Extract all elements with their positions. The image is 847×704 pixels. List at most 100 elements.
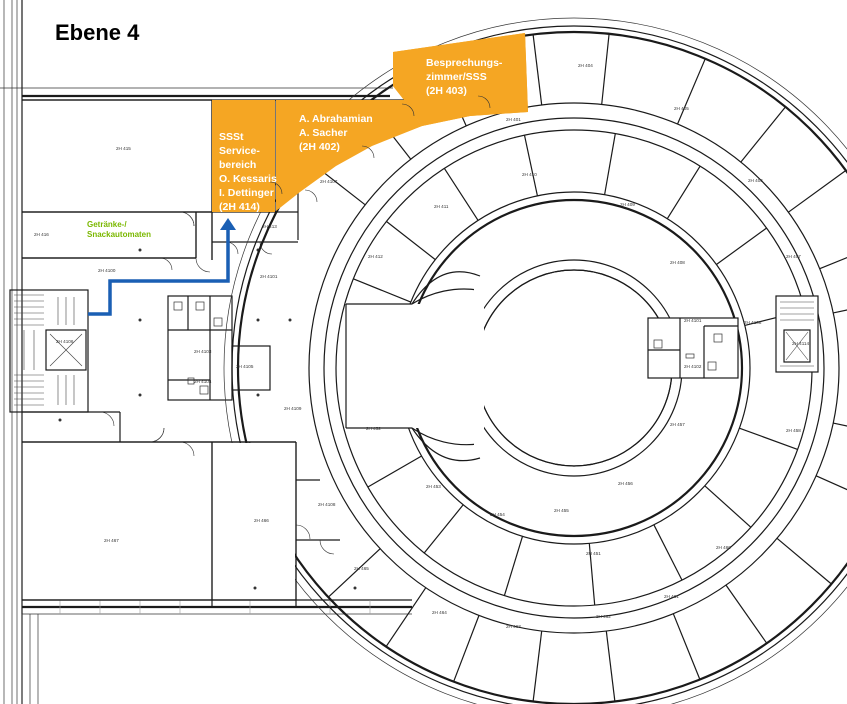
room-label: 2H 411 [434, 204, 449, 209]
room-label: 2H 4104 [194, 379, 212, 384]
room-label: 2H 405 [674, 106, 689, 111]
svg-text:(2H 403): (2H 403) [426, 85, 467, 97]
room-label: 2H 412 [368, 254, 383, 259]
room-label: 2H 466 [254, 518, 269, 523]
inner-ring-partitions [353, 133, 806, 606]
svg-text:(2H 402): (2H 402) [299, 141, 340, 153]
partition-wall [601, 33, 610, 105]
partition-wall [716, 227, 767, 265]
partition-wall [443, 168, 479, 221]
room-label: 2H 4108 [318, 502, 336, 507]
room-label: 2H 408 [670, 260, 685, 265]
room-label: 2H 464 [432, 610, 447, 615]
room-label: 2H 456 [618, 481, 633, 486]
room-label: 2H 467 [104, 538, 119, 543]
partition-wall [423, 504, 464, 554]
svg-text:O. Kessaris: O. Kessaris [219, 173, 277, 185]
room-label: 2H 452 [366, 426, 381, 431]
room-label: 2H 401 [506, 117, 521, 122]
vending-machines-label: Getränke-/ Snackautomaten [87, 220, 151, 239]
room-label: 2H 457 [670, 422, 685, 427]
svg-text:Service-: Service- [219, 145, 260, 157]
room-label: 2H 4101 [684, 318, 702, 323]
room-label: 2H 4102 [684, 364, 702, 369]
route-arrow [88, 218, 236, 316]
service-area-label: SSSt Service- bereich O. Kessaris I. Det… [219, 131, 277, 213]
room-label: 2H 404 [578, 63, 593, 68]
svg-text:Besprechungs-: Besprechungs- [426, 57, 503, 69]
room-label: 2H 413 [262, 224, 277, 229]
svg-text:(2H 414): (2H 414) [219, 201, 260, 213]
svg-text:A. Abrahamian: A. Abrahamian [299, 113, 373, 125]
partition-wall [725, 584, 768, 644]
svg-text:Getränke-/: Getränke-/ [87, 220, 127, 229]
highlighted-rooms-top [212, 33, 528, 212]
office-2h402-label: A. Abrahamian A. Sacher (2H 402) [299, 113, 373, 153]
partition-wall [676, 58, 706, 125]
partition-wall [666, 165, 701, 220]
meeting-room-2h403-label: Besprechungs- zimmer/SSS (2H 403) [426, 57, 503, 97]
room-label: 2H 458 [786, 428, 801, 433]
partition-wall [588, 543, 596, 606]
room-label: 2H 4106 [56, 339, 74, 344]
partition-wall [739, 427, 798, 450]
room-label: 2H 463 [506, 624, 521, 629]
room-label: 2H 462 [596, 614, 611, 619]
room-label: 2H 4107 [320, 179, 338, 184]
partition-wall [704, 485, 752, 528]
partition-wall [653, 524, 683, 581]
partition-wall [815, 475, 847, 491]
room-label: 2H 455 [554, 508, 569, 513]
partition-wall [523, 135, 538, 196]
partition-wall [833, 422, 847, 427]
partition-wall [327, 548, 381, 598]
svg-text:zimmer/SSS: zimmer/SSS [426, 71, 487, 83]
partition-wall [776, 537, 832, 585]
room-label: 2H 410 [522, 172, 537, 177]
partition-wall [740, 106, 786, 163]
arrow-head-icon [220, 218, 236, 230]
partition-wall [788, 170, 847, 213]
room-label: 2H 4114 [792, 341, 809, 346]
room-label: 2H 4101 [260, 274, 278, 279]
room-label: 2H 4109 [284, 406, 302, 411]
partition-wall [672, 613, 701, 680]
left-stairs [14, 294, 75, 406]
room-label: 2H 415 [116, 146, 131, 151]
svg-text:I. Dettinger: I. Dettinger [219, 187, 274, 199]
room-label: 2H 416 [34, 232, 49, 237]
room-label: 2H 409 [620, 202, 635, 207]
room-label: 2H 454 [490, 512, 505, 517]
svg-text:A. Sacher: A. Sacher [299, 127, 347, 139]
svg-text:Snackautomaten: Snackautomaten [87, 230, 151, 239]
room-label: 2H 461 [664, 594, 679, 599]
atrium-opening [345, 269, 673, 467]
window-ticks-bottom [59, 600, 371, 614]
room-label: 2H 4100 [98, 268, 116, 273]
partition-wall [367, 455, 422, 488]
room-label: 2H 407 [786, 254, 801, 259]
right-stair-core [775, 295, 819, 373]
room-labels: 2H 415 2H 416 2H 4100 2H 4101 2H 4107 2H… [34, 63, 809, 629]
right-wc-cluster [647, 317, 739, 379]
partition-wall [532, 630, 543, 702]
room-label: 2H 406 [748, 178, 763, 183]
partition-wall [453, 615, 480, 682]
room-label: 2H 4108 [744, 320, 762, 325]
room-label: 2H 453 [426, 484, 441, 489]
partition-wall [604, 133, 616, 195]
partition-wall [819, 257, 847, 270]
floor-title: Ebene 4 [55, 20, 140, 45]
partition-wall [833, 309, 847, 314]
partition-wall [353, 278, 412, 303]
room-label: 2H 460 [716, 545, 731, 550]
svg-text:SSSt: SSSt [219, 131, 244, 143]
partition-wall [605, 630, 616, 702]
room-label: 2H 4105 [236, 364, 254, 369]
partition-wall [503, 536, 524, 596]
partition-wall [532, 34, 543, 106]
room-label: 2H 451 [586, 551, 601, 556]
room-label: 2H 4103 [194, 349, 212, 354]
room-label: 2H 465 [354, 566, 369, 571]
